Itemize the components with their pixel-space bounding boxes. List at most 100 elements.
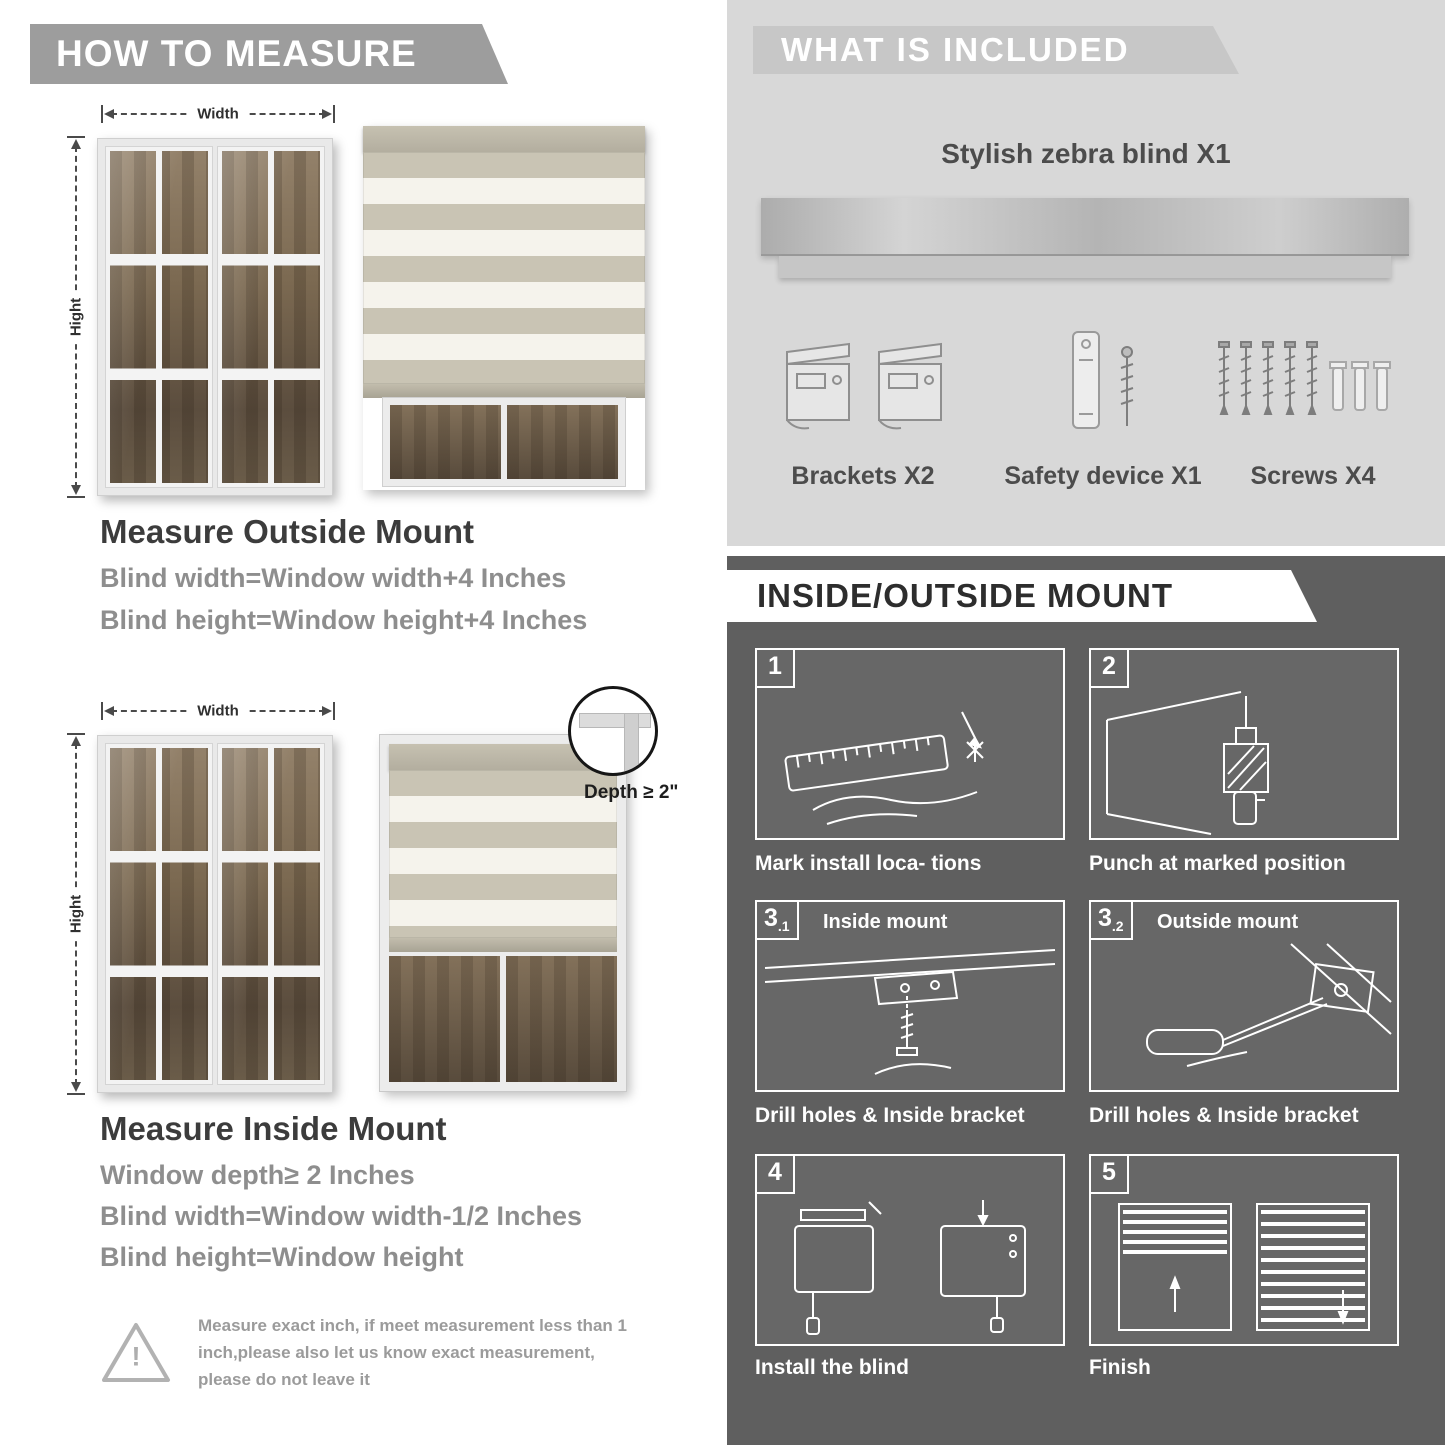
arrowhead-left-icon (104, 706, 114, 716)
finished-blinds-icon (1118, 1203, 1370, 1331)
mount-banner: INSIDE/OUTSIDE MOUNT (727, 570, 1317, 622)
arrowhead-down-icon (71, 1082, 81, 1092)
arrowhead-up-icon (71, 736, 81, 746)
warning-exclamation: ! (131, 1341, 141, 1372)
step-num: 5 (1102, 1158, 1116, 1186)
width-label: Width (189, 702, 247, 720)
step-caption-2: Punch at marked position (1089, 852, 1346, 875)
width-measure-arrow-inside: Width (101, 702, 335, 720)
step-num: 3 (1098, 904, 1112, 932)
window-pane (506, 956, 617, 1082)
what-is-included-banner: WHAT IS INCLUDED (753, 26, 1239, 74)
blind-figure-outside (363, 126, 645, 490)
arrow-end-tick (333, 702, 335, 720)
step-panel-3-2: 3.2 Outside mount (1089, 900, 1399, 1092)
arrowhead-left-icon (104, 109, 114, 119)
what-is-included-title: WHAT IS INCLUDED (781, 31, 1130, 68)
warning-triangle-shape (102, 1322, 170, 1382)
brackets-label: Brackets X2 (791, 462, 935, 490)
warning-text: Measure exact inch, if meet measurement … (198, 1316, 627, 1390)
screws-label: Screws X4 (1250, 462, 1376, 490)
arrow-end-tick (67, 733, 85, 735)
zebra-stripes (389, 770, 617, 938)
arrow-end-tick (101, 105, 103, 123)
arrow-end-tick (333, 105, 335, 123)
depth-detail-circle (568, 686, 658, 776)
step-sub: .2 (1111, 918, 1124, 934)
arrow-end-tick (101, 702, 103, 720)
outside-width-formula: Blind width=Window width+4 Inches (100, 563, 567, 593)
height-measure-arrow-inside: Hight (67, 733, 85, 1095)
arrowhead-right-icon (322, 109, 332, 119)
blind-cassette (363, 126, 645, 152)
blind-bottom-rail (389, 938, 617, 952)
window-casement (106, 744, 212, 1084)
step-number-5: 5 (1091, 1156, 1129, 1194)
arrow-end-tick (67, 136, 85, 138)
frame-corner-vertical (624, 713, 639, 773)
arrowhead-right-icon (322, 706, 332, 716)
height-label: Hight (67, 886, 85, 942)
outside-mount-heading: Measure Outside Mount (100, 513, 475, 550)
window-casement (218, 147, 324, 487)
step-num: 3 (764, 904, 778, 932)
mount-title: INSIDE/OUTSIDE MOUNT (757, 577, 1174, 614)
step-num: 2 (1102, 652, 1116, 680)
measure-warning: ! Measure exact inch, if meet measuremen… (100, 1312, 650, 1394)
arrow-end-tick (67, 496, 85, 498)
step-panel-5: 5 (1089, 1154, 1399, 1346)
window-casement (218, 744, 324, 1084)
width-measure-arrow-outside: Width (101, 105, 335, 123)
mounting-brackets-icon (786, 342, 942, 430)
step-caption-3-2: Drill holes & Inside bracket (1089, 1104, 1359, 1127)
window-pane (389, 956, 500, 1082)
safety-device-label: Safety device X1 (1004, 462, 1202, 490)
step-caption-5: Finish (1089, 1356, 1151, 1379)
inside-mount-heading: Measure Inside Mount (100, 1110, 447, 1147)
step-number-1: 1 (757, 650, 795, 688)
step-panel-1: 1 (755, 648, 1065, 840)
window-pane (390, 405, 501, 479)
depth-label: Depth ≥ 2" (584, 782, 679, 803)
step-caption-3-1: Drill holes & Inside bracket (755, 1104, 1025, 1127)
zebra-blind-valance-image (779, 256, 1391, 278)
safety-device-icon (1072, 331, 1134, 429)
step-number-4: 4 (757, 1156, 795, 1194)
arrowhead-down-icon (71, 485, 81, 495)
window-casement (106, 147, 212, 487)
height-label: Hight (67, 289, 85, 345)
window-pane (507, 405, 618, 479)
zebra-blind-headrail-image (761, 198, 1409, 256)
blind-figure-inside (379, 734, 627, 1092)
width-label: Width (189, 105, 247, 123)
what-is-included-section: WHAT IS INCLUDED Stylish zebra blind X1 (727, 0, 1445, 546)
screws-and-anchors-icon (1218, 341, 1391, 415)
frame-corner-horizontal (579, 713, 651, 728)
step-number-3-1: 3.1 (757, 902, 799, 940)
height-measure-arrow-outside: Hight (67, 136, 85, 498)
step-caption-4: Install the blind (755, 1356, 910, 1379)
window-lower-part (382, 397, 626, 487)
install-blind-icon (794, 1200, 1026, 1335)
inside-height-formula: Blind height=Window height (100, 1242, 464, 1272)
arrowhead-up-icon (71, 139, 81, 149)
warning-triangle-icon: ! (100, 1320, 172, 1386)
window-figure-outside (97, 138, 333, 496)
step-num: 4 (768, 1158, 782, 1186)
step-title-3-2: Outside mount (1157, 911, 1299, 933)
inside-outside-mount-section: INSIDE/OUTSIDE MOUNT 1 (727, 556, 1445, 1445)
arrow-end-tick (67, 1093, 85, 1095)
blind-bottom-rail (363, 384, 645, 398)
step-title-3-1: Inside mount (823, 911, 948, 933)
blind-quantity-label: Stylish zebra blind X1 (941, 138, 1231, 169)
step-panel-3-1: 3.1 Inside mount (755, 900, 1065, 1092)
how-to-measure-section: HOW TO MEASURE Width Hight (0, 0, 720, 1445)
how-to-measure-title: HOW TO MEASURE (56, 33, 417, 74)
step-num: 1 (768, 652, 782, 680)
step-panel-2: 2 (1089, 648, 1399, 840)
outside-bracket-screwdriver-icon (1146, 943, 1392, 1067)
inside-depth-formula: Window depth≥ 2 Inches (100, 1160, 415, 1190)
inside-width-formula: Blind width=Window width-1/2 Inches (100, 1201, 583, 1231)
measure-and-mark-icon (784, 711, 984, 825)
